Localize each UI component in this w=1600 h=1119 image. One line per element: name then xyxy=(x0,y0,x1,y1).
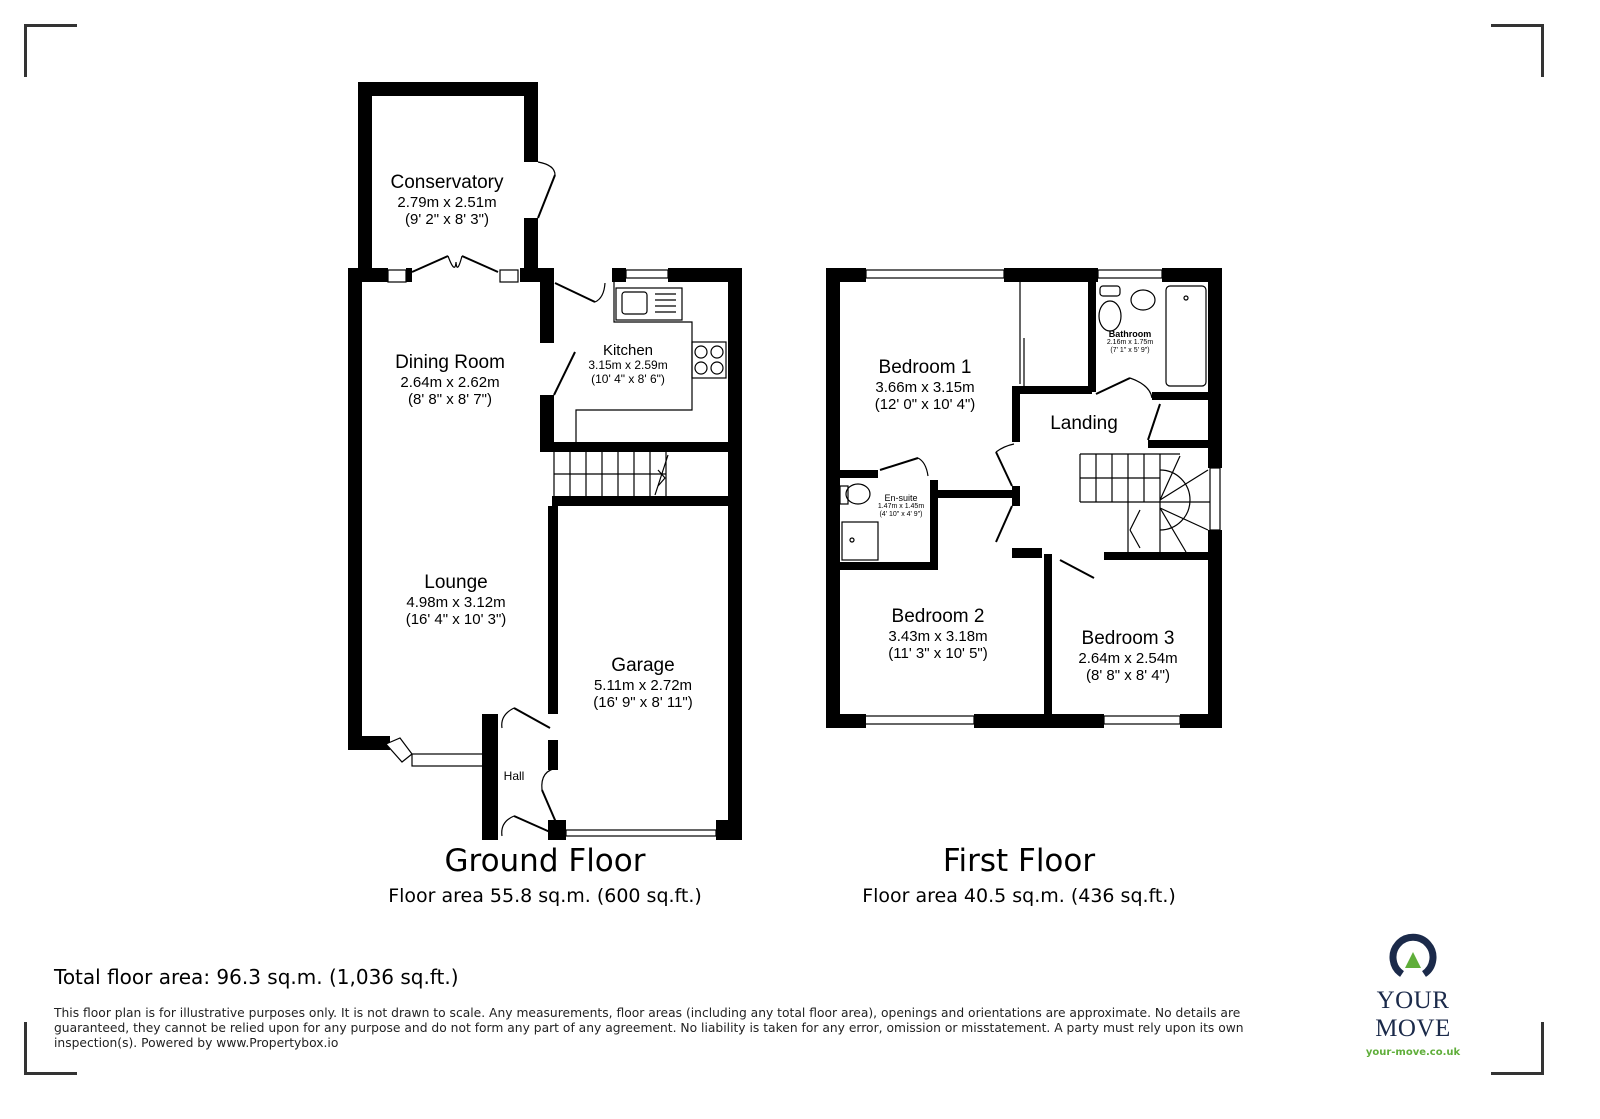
first-floor-walls xyxy=(826,268,1222,728)
room-metric: 5.11m x 2.72m xyxy=(593,676,693,694)
room-name: Bathroom xyxy=(1108,329,1152,339)
room-name: Conservatory xyxy=(390,172,504,193)
room-metric: 2.79m x 2.51m xyxy=(397,193,497,211)
room-landing: Landing xyxy=(1050,413,1118,435)
room-imperial: (16' 9" x 8' 11") xyxy=(593,694,693,712)
room-name: En-suite xyxy=(884,493,918,503)
crop-mark-top-left xyxy=(24,24,77,77)
crop-mark-bottom-left xyxy=(24,1022,77,1075)
room-name: Lounge xyxy=(424,572,488,593)
room-imperial: (9' 2" x 8' 3") xyxy=(405,211,489,229)
room-en-suite: En-suite 1.47m x 1.45m (4' 10" x 4' 9") xyxy=(878,493,924,519)
room-name: Hall xyxy=(503,769,525,783)
room-imperial: (8' 8" x 8' 7") xyxy=(408,391,492,409)
ground-floor-walls xyxy=(348,82,742,840)
room-imperial: (7' 1" x 5' 9") xyxy=(1110,347,1150,355)
room-imperial: (11' 3" x 10' 5") xyxy=(888,645,988,663)
room-imperial: (16' 4" x 10' 3") xyxy=(405,611,507,629)
floor-area: Floor area 40.5 sq.m. (436 sq.ft.) xyxy=(862,885,1176,907)
crop-mark-bottom-right xyxy=(1491,1022,1544,1075)
room-imperial: (12' 0" x 10' 4") xyxy=(874,396,976,414)
room-name: Kitchen xyxy=(602,342,654,359)
total-floor-area: Total floor area: 96.3 sq.m. (1,036 sq.f… xyxy=(54,965,459,989)
floor-title: First Floor xyxy=(942,843,1096,879)
room-metric: 2.64m x 2.54m xyxy=(1078,649,1178,667)
room-dining-room: Dining Room 2.64m x 2.62m (8' 8" x 8' 7"… xyxy=(395,352,505,408)
room-metric: 2.16m x 1.75m xyxy=(1106,339,1154,347)
room-metric: 3.15m x 2.59m xyxy=(588,358,668,373)
ground-floor-fixtures xyxy=(384,161,727,837)
room-imperial: (4' 10" x 4' 9") xyxy=(879,511,923,519)
room-hall: Hall xyxy=(503,769,525,784)
room-kitchen: Kitchen 3.15m x 2.59m (10' 4" x 8' 6") xyxy=(588,342,667,387)
room-metric: 3.43m x 3.18m xyxy=(888,627,988,645)
room-name: Landing xyxy=(1050,413,1118,434)
logo-ring-icon xyxy=(1389,933,1437,977)
room-bedroom-3: Bedroom 3 2.64m x 2.54m (8' 8" x 8' 4") xyxy=(1078,628,1177,684)
room-name: Dining Room xyxy=(395,352,505,373)
ground-floor-caption: Ground Floor Floor area 55.8 sq.m. (600 … xyxy=(388,843,702,907)
logo-brand-text: YOUR MOVE xyxy=(1375,987,1451,1042)
room-name: Bedroom 1 xyxy=(878,357,972,378)
your-move-logo: YOUR MOVE your-move.co.uk xyxy=(1338,932,1488,1058)
room-name: Bedroom 3 xyxy=(1081,628,1175,649)
room-imperial: (8' 8" x 8' 4") xyxy=(1086,667,1170,685)
room-metric: 2.64m x 2.62m xyxy=(400,373,500,391)
room-lounge: Lounge 4.98m x 3.12m (16' 4" x 10' 3") xyxy=(406,572,507,628)
room-name: Bedroom 2 xyxy=(891,606,985,627)
room-metric: 1.47m x 1.45m xyxy=(877,503,925,511)
room-metric: 4.98m x 3.12m xyxy=(406,593,506,611)
crop-mark-top-right xyxy=(1491,24,1544,77)
room-bedroom-2: Bedroom 2 3.43m x 3.18m (11' 3" x 10' 5"… xyxy=(888,606,987,662)
logo-url[interactable]: your-move.co.uk xyxy=(1365,1047,1461,1058)
room-garage: Garage 5.11m x 2.72m (16' 9" x 8' 11") xyxy=(593,655,692,711)
room-bathroom: Bathroom 2.16m x 1.75m (7' 1" x 5' 9") xyxy=(1107,329,1153,355)
floor-area: Floor area 55.8 sq.m. (600 sq.ft.) xyxy=(388,885,702,907)
room-metric: 3.66m x 3.15m xyxy=(875,378,975,396)
floor-title: Ground Floor xyxy=(444,843,646,879)
disclaimer-text: This floor plan is for illustrative purp… xyxy=(54,1006,1244,1050)
room-name: Garage xyxy=(611,655,675,676)
room-bedroom-1: Bedroom 1 3.66m x 3.15m (12' 0" x 10' 4"… xyxy=(875,357,976,413)
first-floor-caption: First Floor Floor area 40.5 sq.m. (436 s… xyxy=(862,843,1176,907)
room-imperial: (10' 4" x 8' 6") xyxy=(591,372,665,387)
first-floor-fixtures xyxy=(827,269,1221,725)
room-conservatory: Conservatory 2.79m x 2.51m (9' 2" x 8' 3… xyxy=(391,172,504,228)
